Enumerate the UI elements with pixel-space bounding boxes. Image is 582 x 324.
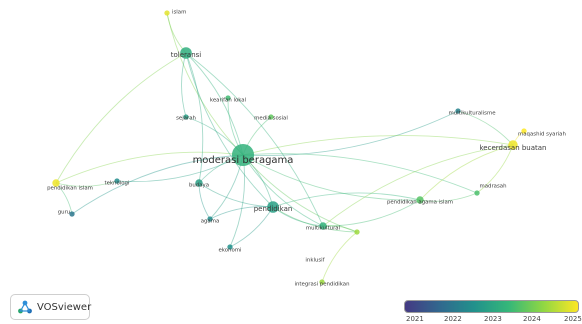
- legend-gradient-bar: [404, 300, 579, 313]
- node-label-islam[interactable]: islam: [172, 10, 186, 16]
- edge-moderasi-beragama-multikulturalisme: [242, 110, 459, 156]
- node-label-media-sosial[interactable]: media sosial: [254, 116, 288, 122]
- node-madrasah[interactable]: [474, 190, 480, 196]
- node-label-moderasi-beragama[interactable]: moderasi beragama: [193, 155, 294, 166]
- node-kecerdasan-buatan[interactable]: [508, 140, 518, 150]
- node-label-madrasah[interactable]: madrasah: [479, 184, 506, 190]
- node-teknologi[interactable]: [114, 178, 120, 184]
- edge-pendidikan-budaya: [198, 182, 274, 208]
- node-label-maqashid-syariah[interactable]: maqashid syariah: [518, 132, 566, 138]
- edge-pendidikan-islam-teknologi: [55, 180, 118, 187]
- node-sejarah[interactable]: [183, 114, 189, 120]
- edge-moderasi-beragama-multikultural: [242, 154, 324, 227]
- node-label-multikultural[interactable]: multikultural: [306, 226, 340, 232]
- node-layer: [52, 10, 527, 285]
- edge-pendidikan-agama-islam-madrasah: [419, 192, 478, 202]
- node-label-sejarah[interactable]: sejarah: [176, 116, 196, 122]
- edge-toleransi-sejarah: [181, 52, 187, 118]
- label-layer: islam toleransi kearifan lokal sejarah media…: [47, 10, 566, 288]
- node-label-pendidikan-islam[interactable]: pendidikan islam: [47, 186, 93, 192]
- edge-layer: [55, 12, 525, 283]
- node-label-ekonomi[interactable]: ekonomi: [218, 248, 241, 254]
- node-label-toleransi[interactable]: toleransi: [171, 51, 202, 59]
- node-label-kecerdasan-buatan[interactable]: kecerdasan buatan: [480, 144, 547, 152]
- edge-pendidikan-agama-islam-multikultural: [322, 199, 421, 227]
- edge-toleransi-pendidikan: [185, 52, 274, 208]
- node-integrasi-pendidikan[interactable]: [319, 279, 325, 285]
- edge-multikulturalisme-kecerdasan-buatan: [457, 110, 514, 146]
- node-toleransi[interactable]: [180, 47, 192, 59]
- edge-moderasi-beragama-islam: [166, 12, 244, 156]
- edge-moderasi-beragama-guru: [71, 154, 244, 215]
- legend-tick-label: 2024: [523, 315, 541, 323]
- legend-tick-label: 2022: [444, 315, 462, 323]
- node-label-agama[interactable]: agama: [201, 219, 220, 225]
- node-pendidikan-islam[interactable]: [52, 179, 60, 187]
- node-label-kearifan-lokal[interactable]: kearifan lokal: [210, 98, 246, 104]
- node-guru[interactable]: [69, 211, 75, 217]
- legend-tick-label: 2025: [564, 315, 582, 323]
- edge-moderasi-beragama-madrasah: [242, 153, 478, 194]
- edge-kecerdasan-buatan-multikultural: [322, 144, 514, 227]
- edge-pendidikan-agama: [209, 206, 274, 220]
- node-moderasi-beragama[interactable]: [231, 143, 255, 167]
- node-pendidikan-agama-islam[interactable]: [416, 196, 424, 204]
- node-multikulturalisme[interactable]: [455, 108, 461, 114]
- node-label-pendidikan-agama-islam[interactable]: pendidikan agama islam: [387, 200, 453, 206]
- node-budaya[interactable]: [195, 179, 203, 187]
- node-label-inklusif[interactable]: inklusif: [305, 258, 324, 264]
- edge-moderasi-beragama-kecerdasan-buatan: [242, 135, 514, 156]
- edge-pendidikan-ekonomi: [229, 206, 274, 248]
- brand-name: VOSviewer: [37, 301, 92, 313]
- legend-tick-label: 2021: [406, 315, 424, 323]
- node-islam[interactable]: [164, 10, 170, 16]
- node-ekonomi[interactable]: [227, 244, 233, 250]
- edge-toleransi-multikultural: [185, 52, 324, 227]
- edge-moderasi-beragama-inklusif: [242, 154, 358, 233]
- node-label-teknologi[interactable]: teknologi: [105, 181, 130, 187]
- edge-moderasi-beragama-teknologi: [116, 154, 244, 183]
- node-label-budaya[interactable]: budaya: [189, 183, 209, 189]
- edge-kecerdasan-buatan-pendidikan-agama-islam: [419, 144, 514, 201]
- node-label-multikulturalisme[interactable]: multikulturalisme: [448, 111, 496, 117]
- edge-moderasi-beragama-pendidikan-islam: [55, 151, 244, 184]
- edge-toleransi-budaya: [185, 52, 204, 184]
- node-maqashid-syariah[interactable]: [521, 128, 527, 134]
- vosviewer-logo-icon: [18, 300, 32, 314]
- node-inklusif[interactable]: [354, 229, 360, 235]
- edge-pendidikan-pendidikan-agama-islam: [272, 192, 421, 208]
- edge-moderasi-beragama-pendidikan-agama-islam: [242, 154, 421, 201]
- node-label-guru[interactable]: guru: [58, 210, 70, 216]
- year-color-legend: 2021 2022 2023 2024 2025: [404, 300, 582, 324]
- node-pendidikan[interactable]: [267, 201, 279, 213]
- legend-tick-label: 2023: [484, 315, 502, 323]
- edge-pendidikan-inklusif: [272, 206, 358, 233]
- edge-kecerdasan-buatan-madrasah: [476, 144, 514, 194]
- node-kearifan-lokal[interactable]: [225, 95, 231, 101]
- node-multikultural[interactable]: [319, 222, 327, 230]
- edge-toleransi-pendidikan-islam: [55, 52, 187, 184]
- edge-moderasi-beragama-toleransi: [185, 52, 244, 156]
- node-agama[interactable]: [207, 216, 213, 222]
- vosviewer-badge[interactable]: VOSviewer: [10, 294, 92, 320]
- node-media-sosial[interactable]: [268, 114, 274, 120]
- edge-inklusif-integrasi-pendidikan: [321, 231, 358, 283]
- node-label-pendidikan[interactable]: pendidikan: [254, 205, 293, 213]
- node-label-integrasi-pendidikan[interactable]: integrasi pendidikan: [294, 282, 349, 288]
